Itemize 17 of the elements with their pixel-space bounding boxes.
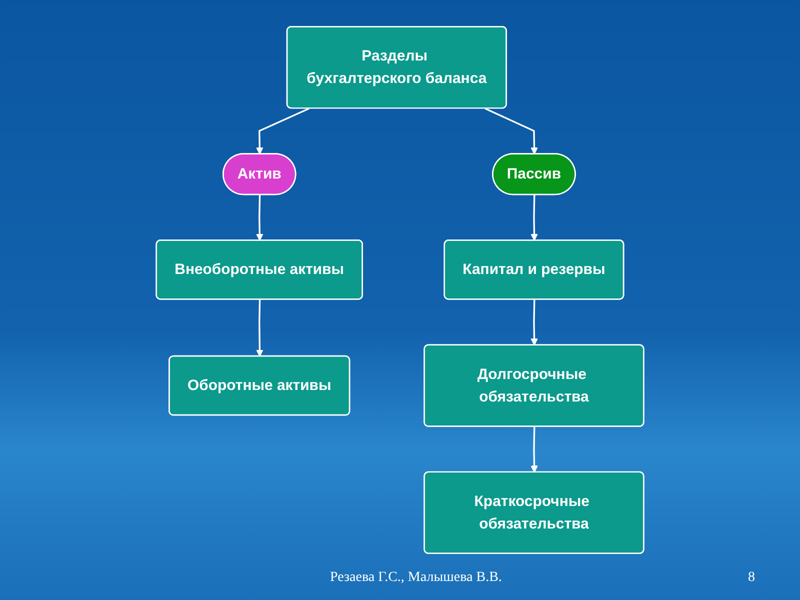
ellipse-node: Актив (222, 153, 296, 196)
process-box: Разделы бухгалтерского баланса (286, 26, 507, 109)
process-box: Оборотные активы (168, 355, 350, 416)
process-box: Долгосрочные обязательства (424, 344, 644, 427)
arrow (530, 300, 538, 346)
page-number: 8 (748, 570, 755, 586)
arrow (530, 426, 538, 473)
process-box: Капитал и резервы (444, 240, 624, 300)
arrow (256, 300, 264, 357)
ellipse-node: Пассив (492, 153, 576, 196)
arrow (256, 108, 310, 154)
arrow (256, 194, 264, 241)
process-box: Внеоборотные активы (156, 240, 363, 300)
arrow (530, 194, 538, 241)
author-credit: Резаева Г.С., Малышева В.В. (330, 570, 502, 586)
process-box: Краткосрочные обязательства (424, 471, 644, 554)
arrow (484, 108, 538, 154)
